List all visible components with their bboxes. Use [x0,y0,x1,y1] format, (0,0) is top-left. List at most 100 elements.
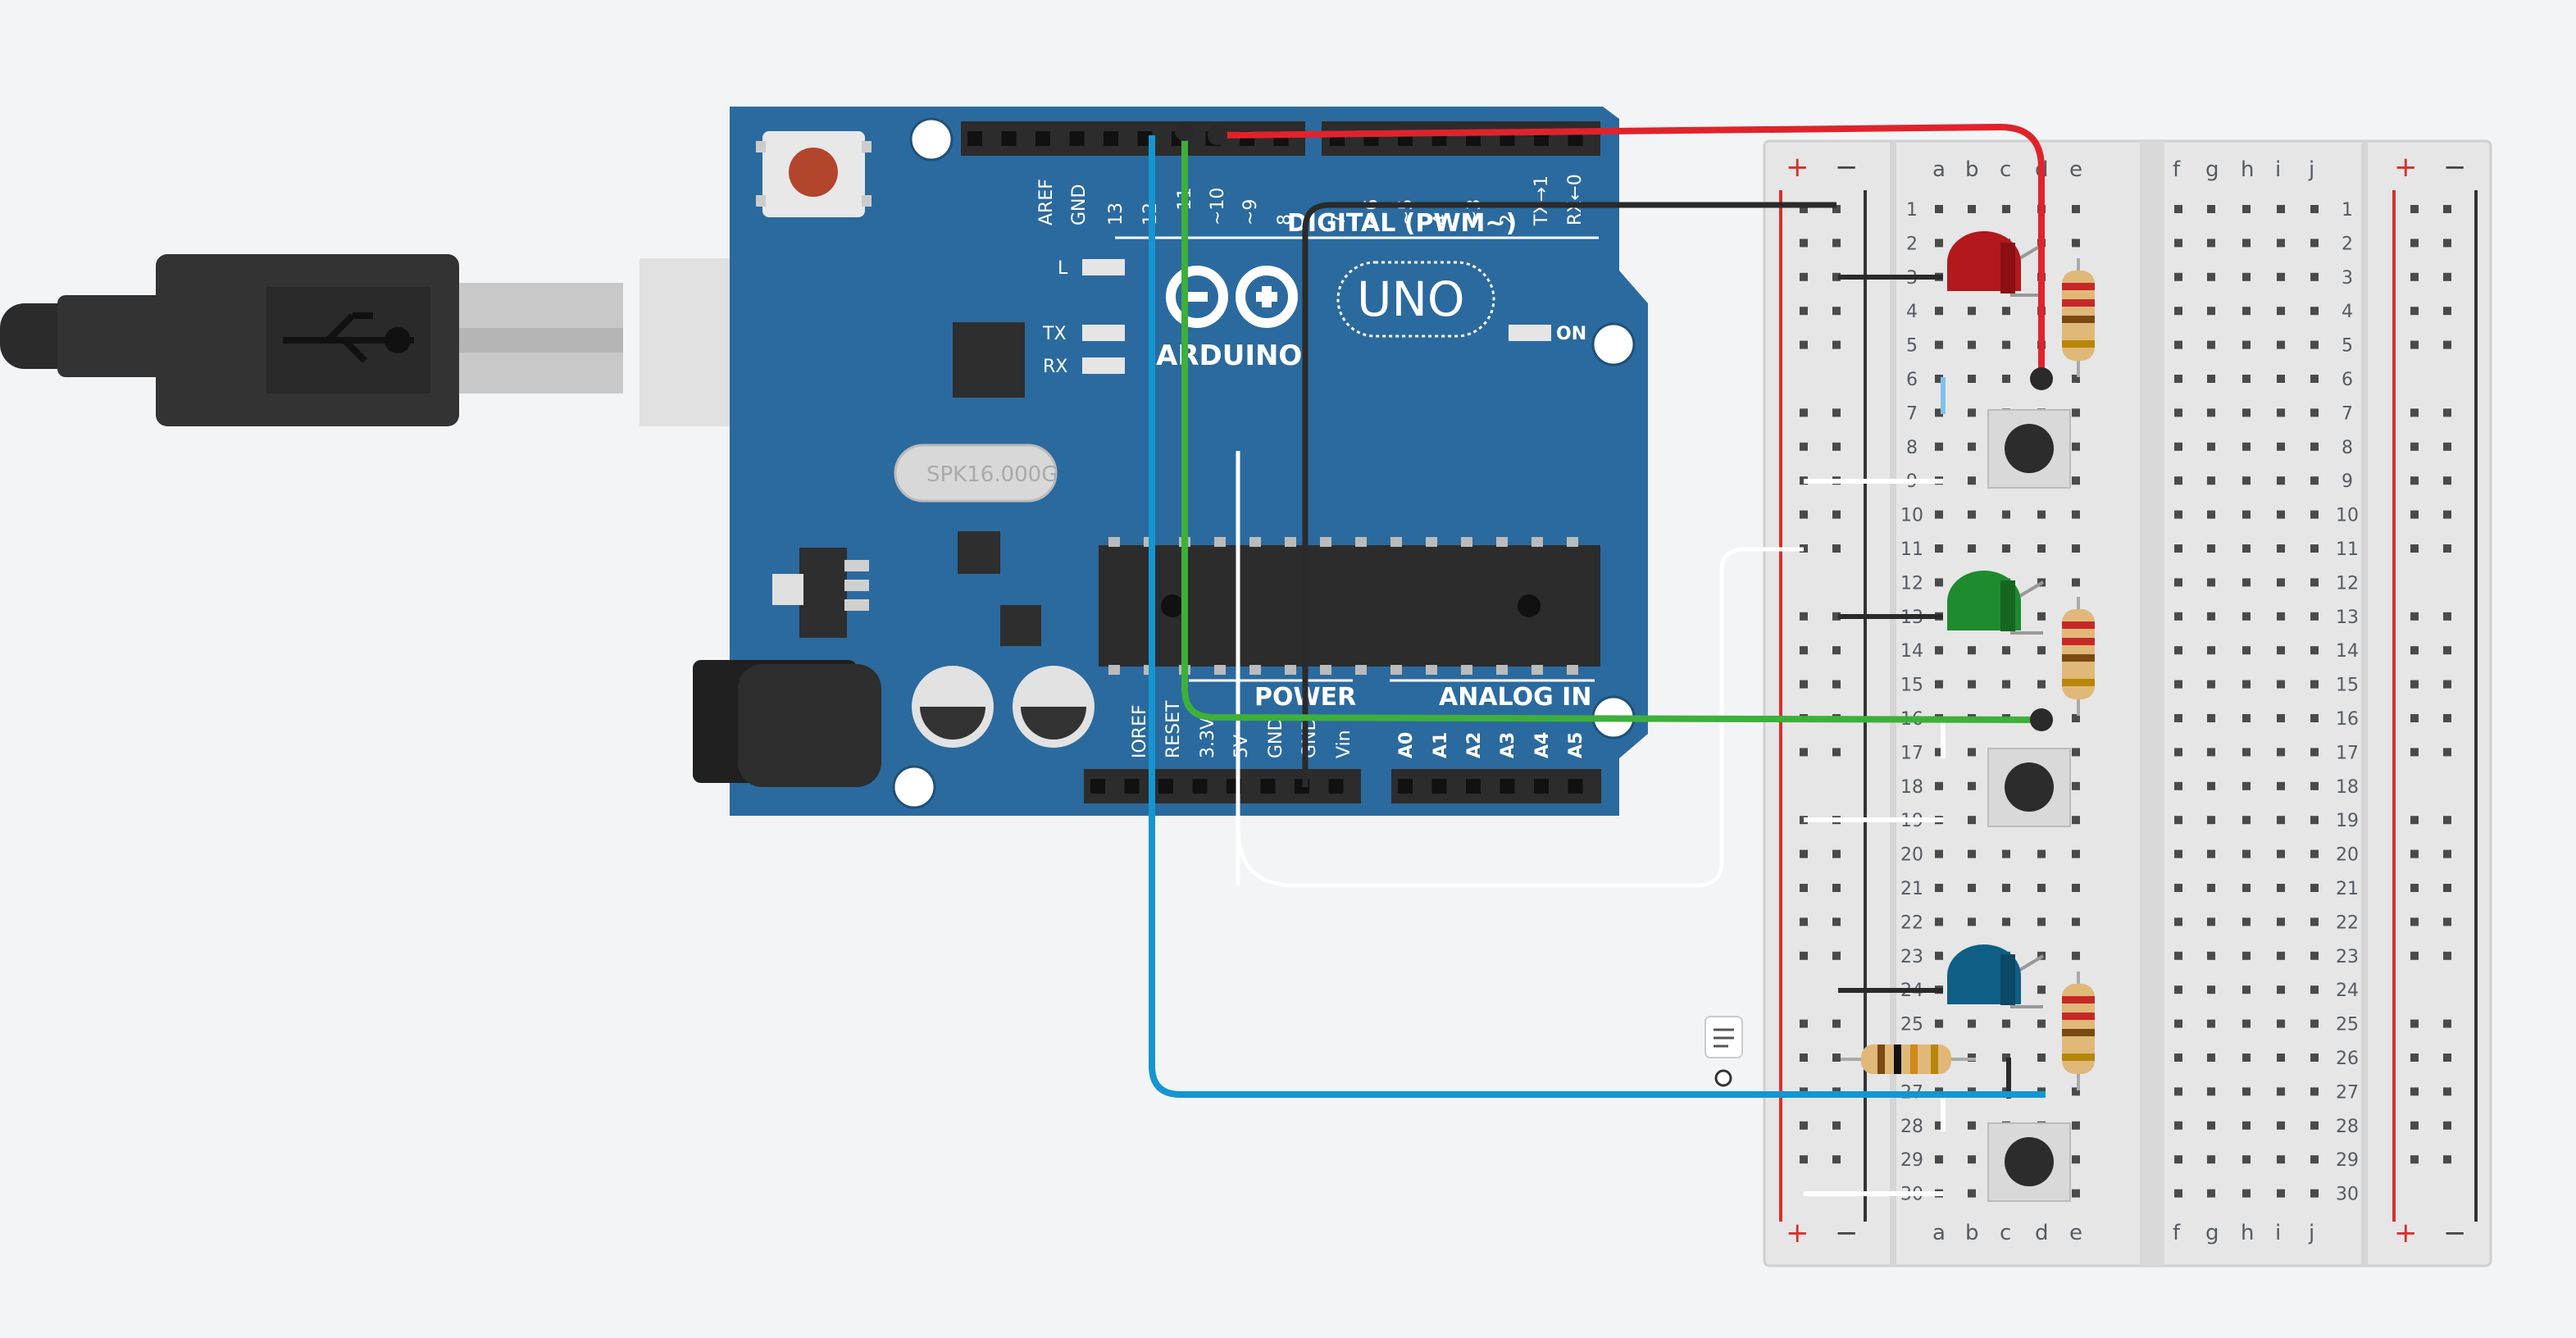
digital-header-label: DIGITAL (PWM~) [1287,209,1517,238]
row-label-right: 24 [2336,981,2359,1001]
column-label-bottom: j [2308,1221,2314,1245]
row-label-right: 1 [2342,200,2353,221]
row-label-right: 11 [2336,539,2359,560]
row-label-left: 29 [1900,1150,1923,1171]
analog-in-label: ANALOG IN [1439,683,1591,712]
row-label-left: 28 [1900,1117,1923,1137]
row-label-right: 13 [2336,608,2359,628]
wire-red-pin10[interactable] [1217,123,2045,379]
capacitor-1 [912,666,994,748]
digital-pin-label: 7 [1329,214,1349,225]
resistor-led1[interactable] [2062,258,2095,377]
column-label-top: i [2275,157,2281,182]
row-label-right: 2 [2342,234,2353,254]
digital-pin-label: 8 [1275,214,1295,225]
digital-pin-label: 4 [1431,214,1451,225]
row-label-left: 8 [1906,438,1918,458]
row-label-right: 19 [2336,811,2359,831]
row-label-left: 1 [1906,200,1918,221]
row-label-right: 26 [2336,1049,2359,1069]
pushbutton-2[interactable] [1987,748,2071,827]
led-red[interactable] [1947,231,2045,297]
rail-plus-label: + [2394,1217,2418,1249]
row-label-right: 8 [2342,438,2353,458]
digital-pin-label: 13 [1106,203,1126,225]
column-label-top: h [2241,157,2254,182]
row-label-right: 6 [2342,370,2353,390]
row-label-left: 18 [1900,777,1923,798]
row-label-left: 21 [1900,879,1923,899]
resistor-led3[interactable] [2062,972,2095,1090]
power-pin-label: 3.3V [1198,717,1218,758]
uno-badge [1336,261,1495,338]
rail-minus-label: − [2443,151,2467,184]
column-label-top: c [2000,157,2011,182]
dc-power-jack[interactable] [693,660,881,787]
rail-plus-label: + [2394,151,2418,184]
row-label-right: 4 [2342,302,2353,322]
wire-blue-pin12[interactable] [1149,135,2046,1098]
arduino-logo-icon [1166,266,1298,328]
row-label-right: 12 [2336,573,2359,594]
row-label-right: 5 [2342,336,2353,357]
column-label-bottom: h [2241,1221,2254,1245]
model-label: UNO [1357,271,1465,327]
row-label-right: 25 [2336,1015,2359,1035]
analog-pin-label: A1 [1431,732,1451,758]
reset-button[interactable] [756,131,872,217]
wire-black-gnd[interactable] [1302,202,1836,787]
row-label-right: 3 [2342,268,2353,289]
digital-pin-label: TX→1 [1531,175,1552,226]
digital-pin-label: RX←0 [1565,174,1586,225]
digital-pin-label: GND [1069,184,1090,225]
row-label-left: 17 [1900,743,1923,763]
power-pin-label: Vin [1334,730,1354,758]
resistor-button3-pulldown[interactable] [1841,1044,1976,1074]
row-label-right: 21 [2336,879,2359,899]
wire-white-5v[interactable] [1236,451,1804,888]
row-label-right: 16 [2336,709,2359,730]
row-label-right: 9 [2342,471,2353,492]
pushbutton-1[interactable] [1987,409,2071,489]
capacitor-2 [1013,666,1095,748]
analog-header [1391,769,1601,803]
power-pin-label: RESET [1163,700,1184,758]
row-label-left: 6 [1906,370,1918,390]
digital-pin-label: 2 [1498,214,1518,225]
row-label-left: 20 [1900,845,1923,866]
usb-cable[interactable] [0,254,623,426]
analog-pin-label: A4 [1532,732,1553,758]
rx-led [1082,357,1125,374]
row-label-right: 28 [2336,1117,2359,1137]
row-label-right: 20 [2336,845,2359,866]
power-pin-label: 5V [1231,735,1252,758]
analog-pin-label: A0 [1396,732,1417,758]
digital-pin-label: ~9 [1240,199,1261,225]
digital-pin-label: ~10 [1208,188,1228,225]
tx-led-label: TX [1042,324,1067,344]
crystal-label: SPK16.000G [926,462,1058,487]
l-led-label: L [1058,258,1068,279]
led-green[interactable] [1947,571,2045,635]
wire-green-pin11[interactable] [1181,135,2042,723]
column-label-bottom: b [1965,1221,1979,1245]
pushbutton-3[interactable] [1987,1122,2071,1202]
column-label-top: g [2205,157,2219,182]
note-icon[interactable] [1704,1016,1743,1087]
row-label-left: 5 [1906,336,1918,357]
rx-led-label: RX [1043,357,1067,377]
row-label-right: 15 [2336,676,2359,696]
digital-pin-label: AREF [1036,179,1057,225]
resistor-led2[interactable] [2062,597,2095,716]
digital-header-right [1322,121,1600,156]
row-label-left: 23 [1900,947,1923,967]
on-led-label: ON [1556,324,1586,344]
rail-plus-label: + [1786,1217,1809,1249]
column-label-top: f [2173,157,2181,182]
led-blue[interactable] [1947,944,2045,1008]
analog-pin-label: A5 [1566,732,1586,758]
row-label-left: 22 [1900,912,1923,933]
